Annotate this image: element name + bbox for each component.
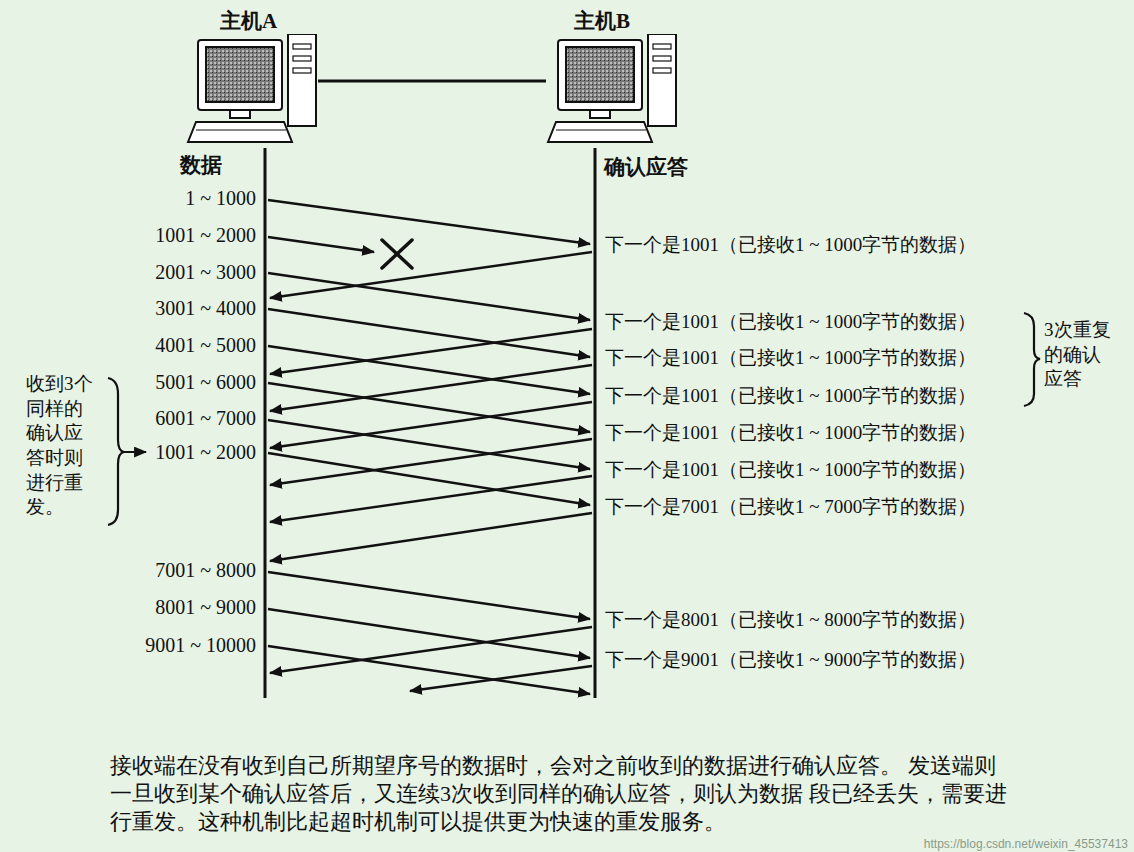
ack-arrow (270, 439, 592, 485)
data-arrow (268, 273, 590, 320)
ack-text: 下一个是8001（已接收1 ~ 8000字节的数据） (605, 609, 976, 632)
segment-range: 1 ~ 1000 (185, 186, 256, 210)
loss-mark (382, 240, 412, 268)
callout-note: 收到3个同样的确认应答时则进行重发。 (26, 372, 96, 520)
computer-icon (546, 34, 678, 146)
host-computer: 主机B (546, 8, 678, 146)
data-arrow (268, 309, 590, 357)
ack-arrow (270, 476, 592, 522)
ack-arrow (270, 627, 592, 673)
lost-arrow (268, 237, 374, 252)
caption: 接收端在没有收到自己所期望序号的数据时，会对之前收到的数据进行确认应答。 发送端… (110, 752, 1015, 836)
ack-text: 下一个是1001（已接收1 ~ 1000字节的数据） (605, 311, 976, 334)
computer-icon (186, 34, 318, 146)
brace-note: 3次重复的确认应答 (1044, 318, 1114, 392)
ack-text: 下一个是1001（已接收1 ~ 1000字节的数据） (605, 385, 976, 408)
ack-text: 下一个是7001（已接收1 ~ 7000字节的数据） (605, 496, 976, 519)
network-cable (318, 80, 546, 83)
data-arrow (268, 200, 590, 244)
ack-arrow (270, 252, 592, 298)
segment-range: 1001 ~ 2000 (155, 440, 256, 464)
ack-arrow (270, 329, 592, 374)
host-name: 主机B (546, 8, 678, 34)
segment-range: 2001 ~ 3000 (155, 260, 256, 284)
brace (108, 378, 124, 525)
brace (1024, 313, 1040, 406)
host-computer: 主机A (186, 8, 318, 146)
ack-arrow (270, 513, 592, 561)
column-heading: 数据 (180, 153, 222, 178)
ack-text: 下一个是9001（已接收1 ~ 9000字节的数据） (605, 649, 976, 672)
callout-arrow (122, 451, 146, 453)
segment-range: 1001 ~ 2000 (155, 223, 256, 247)
data-arrow (268, 646, 590, 694)
ack-arrow (270, 365, 592, 411)
timeline-b (594, 148, 597, 698)
segment-range: 7001 ~ 8000 (155, 558, 256, 582)
segment-range: 3001 ~ 4000 (155, 296, 256, 320)
segment-range: 5001 ~ 6000 (155, 370, 256, 394)
timeline-a (264, 148, 267, 698)
column-heading: 确认应答 (604, 155, 688, 180)
segment-range: 4001 ~ 5000 (155, 333, 256, 357)
ack-text: 下一个是1001（已接收1 ~ 1000字节的数据） (605, 234, 976, 257)
data-arrow (268, 346, 590, 394)
ack-text: 下一个是1001（已接收1 ~ 1000字节的数据） (605, 459, 976, 482)
host-name: 主机A (186, 8, 318, 34)
watermark: https://blog.csdn.net/weixin_45537413 (924, 837, 1128, 851)
ack-text: 下一个是1001（已接收1 ~ 1000字节的数据） (605, 347, 976, 370)
segment-range: 6001 ~ 7000 (155, 406, 256, 430)
data-arrow (268, 572, 590, 619)
ack-text: 下一个是1001（已接收1 ~ 1000字节的数据） (605, 422, 976, 445)
ack-arrow (270, 402, 592, 448)
segment-range: 8001 ~ 9000 (155, 595, 256, 619)
ack-arrow (410, 666, 592, 691)
segment-range: 9001 ~ 10000 (145, 633, 256, 657)
